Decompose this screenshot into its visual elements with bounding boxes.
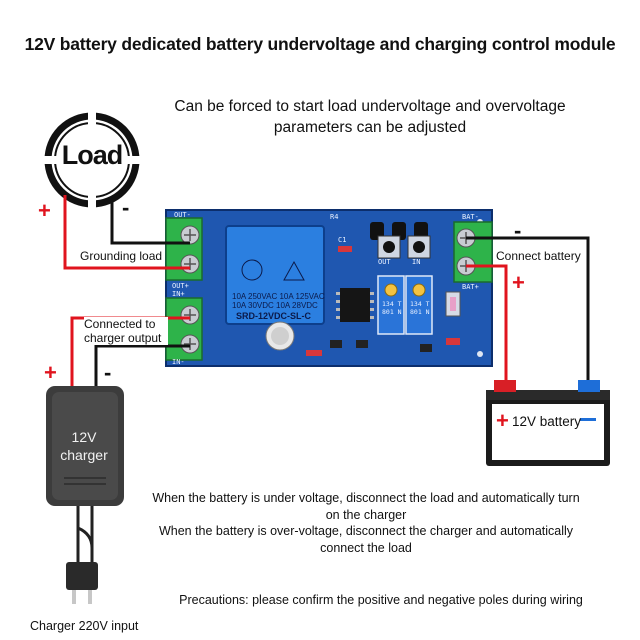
battery-minus-sign: - (514, 218, 522, 243)
board-btn-in: IN (412, 258, 421, 266)
connect-battery-label: Connect battery (496, 249, 581, 263)
grounding-load-label: Grounding load (80, 249, 163, 263)
board-out-minus: OUT- (174, 211, 191, 219)
load-minus-sign: - (122, 195, 130, 220)
board-c1: C1 (338, 236, 347, 244)
description-undervoltage: When the battery is under voltage, disco… (152, 491, 580, 522)
load-label: Load (61, 140, 124, 170)
load-plus-sign: + (38, 198, 51, 223)
charger-input-label: Charger 220V input (30, 619, 139, 633)
board-bat-plus: BAT+ (462, 283, 479, 291)
charger-icon (46, 386, 124, 604)
battery-body-plus: + (496, 408, 509, 433)
terminal-load[interactable] (165, 217, 203, 281)
terminal-battery[interactable] (453, 221, 493, 283)
description-overvoltage: When the battery is over-voltage, discon… (158, 524, 574, 555)
page-title: 12V battery dedicated battery undervolta… (24, 34, 616, 54)
pot-1-label: 134 T 801 N (382, 300, 402, 316)
board-r4: R4 (330, 213, 339, 221)
charger-output-label: Connected to charger output (84, 317, 168, 345)
battery-icon (486, 380, 610, 466)
relay-spec-1: 10A 250VAC 10A 125VAC (232, 292, 325, 301)
relay-model: SRD-12VDC-SL-C (236, 311, 312, 321)
relay-spec-2: 10A 30VDC 10A 28VDC (232, 301, 318, 310)
battery-label: 12V battery (512, 414, 582, 429)
board-bat-minus: BAT- (462, 213, 479, 221)
battery-plus-sign: + (512, 270, 525, 295)
board-out-plus: OUT+ (172, 282, 189, 290)
pot-2-label: 134 T 801 N (410, 300, 430, 316)
charger-minus-sign: - (104, 360, 112, 385)
load-icon (42, 110, 142, 210)
control-board (165, 209, 493, 367)
page-subtitle: Can be forced to start load undervoltage… (174, 98, 566, 136)
terminal-charger[interactable] (165, 297, 203, 361)
board-in-minus: IN- (172, 358, 185, 366)
charger-label: 12V charger (60, 429, 108, 463)
precautions-note: Precautions: please confirm the positive… (179, 593, 583, 607)
board-in-plus: IN+ (172, 290, 185, 298)
charger-plus-sign: + (44, 360, 57, 385)
board-btn-out: OUT (378, 258, 391, 266)
